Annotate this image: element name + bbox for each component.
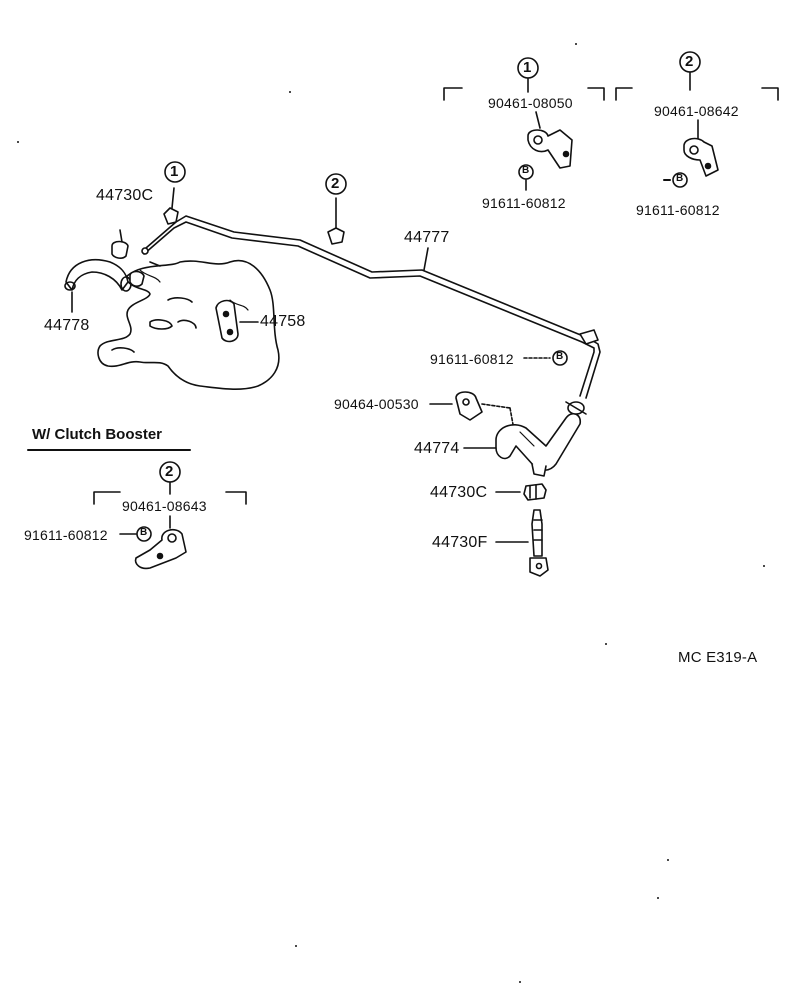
hose-44774 — [463, 401, 587, 477]
pipe-44777 — [141, 215, 601, 399]
label-91611-mid: 91611-60812 — [430, 351, 514, 367]
label-44730F: 44730F — [432, 534, 488, 551]
bolt-marker-mid — [523, 350, 568, 366]
label-clamp2-bolt: 91611-60812 — [636, 202, 720, 218]
label-clamp1-part: 90461-08050 — [488, 95, 573, 111]
hose-clamps-left — [111, 229, 161, 287]
callout-circles — [159, 51, 701, 483]
clamp-44730C-lower — [495, 483, 547, 501]
callout-number-2: 2 — [331, 175, 340, 192]
bolt-letter-clamp1: B — [522, 165, 530, 176]
callout-number-2-clamp: 2 — [685, 53, 694, 70]
label-44758: 44758 — [260, 313, 306, 330]
fitting-44730F — [495, 509, 549, 577]
bolt-letter-clamp2: B — [676, 173, 684, 184]
callout-number-2-booster: 2 — [165, 463, 174, 480]
label-44777: 44777 — [404, 229, 450, 246]
callout-number-1: 1 — [170, 163, 179, 180]
reference-code: MC E319-A — [678, 649, 758, 666]
label-44778: 44778 — [44, 317, 90, 334]
bolt-letter-mid: B — [556, 351, 564, 362]
pipe-clip-2 — [327, 197, 345, 245]
specks — [17, 43, 765, 983]
booster-section-title: W/ Clutch Booster — [32, 426, 162, 443]
bolt-letter-booster: B — [140, 527, 148, 538]
clamp-1-assembly — [443, 77, 605, 191]
label-90464: 90464-00530 — [334, 396, 419, 412]
booster-section — [27, 449, 247, 570]
plate-44758 — [215, 299, 259, 343]
label-booster-bolt: 91611-60812 — [24, 527, 108, 543]
label-clamp2-part: 90461-08642 — [654, 103, 739, 119]
clamp-2-assembly — [615, 71, 779, 188]
hose-44778 — [64, 258, 132, 313]
callout-number-1-clamp: 1 — [523, 59, 532, 76]
label-clamp1-bolt: 91611-60812 — [482, 195, 566, 211]
pipe-clip-1 — [163, 187, 179, 225]
label-booster-part: 90461-08643 — [122, 498, 207, 514]
label-44730C-bottom: 44730C — [430, 484, 488, 501]
label-44730C-top: 44730C — [96, 187, 154, 204]
label-44774: 44774 — [414, 440, 460, 457]
clip-90464 — [429, 391, 515, 431]
